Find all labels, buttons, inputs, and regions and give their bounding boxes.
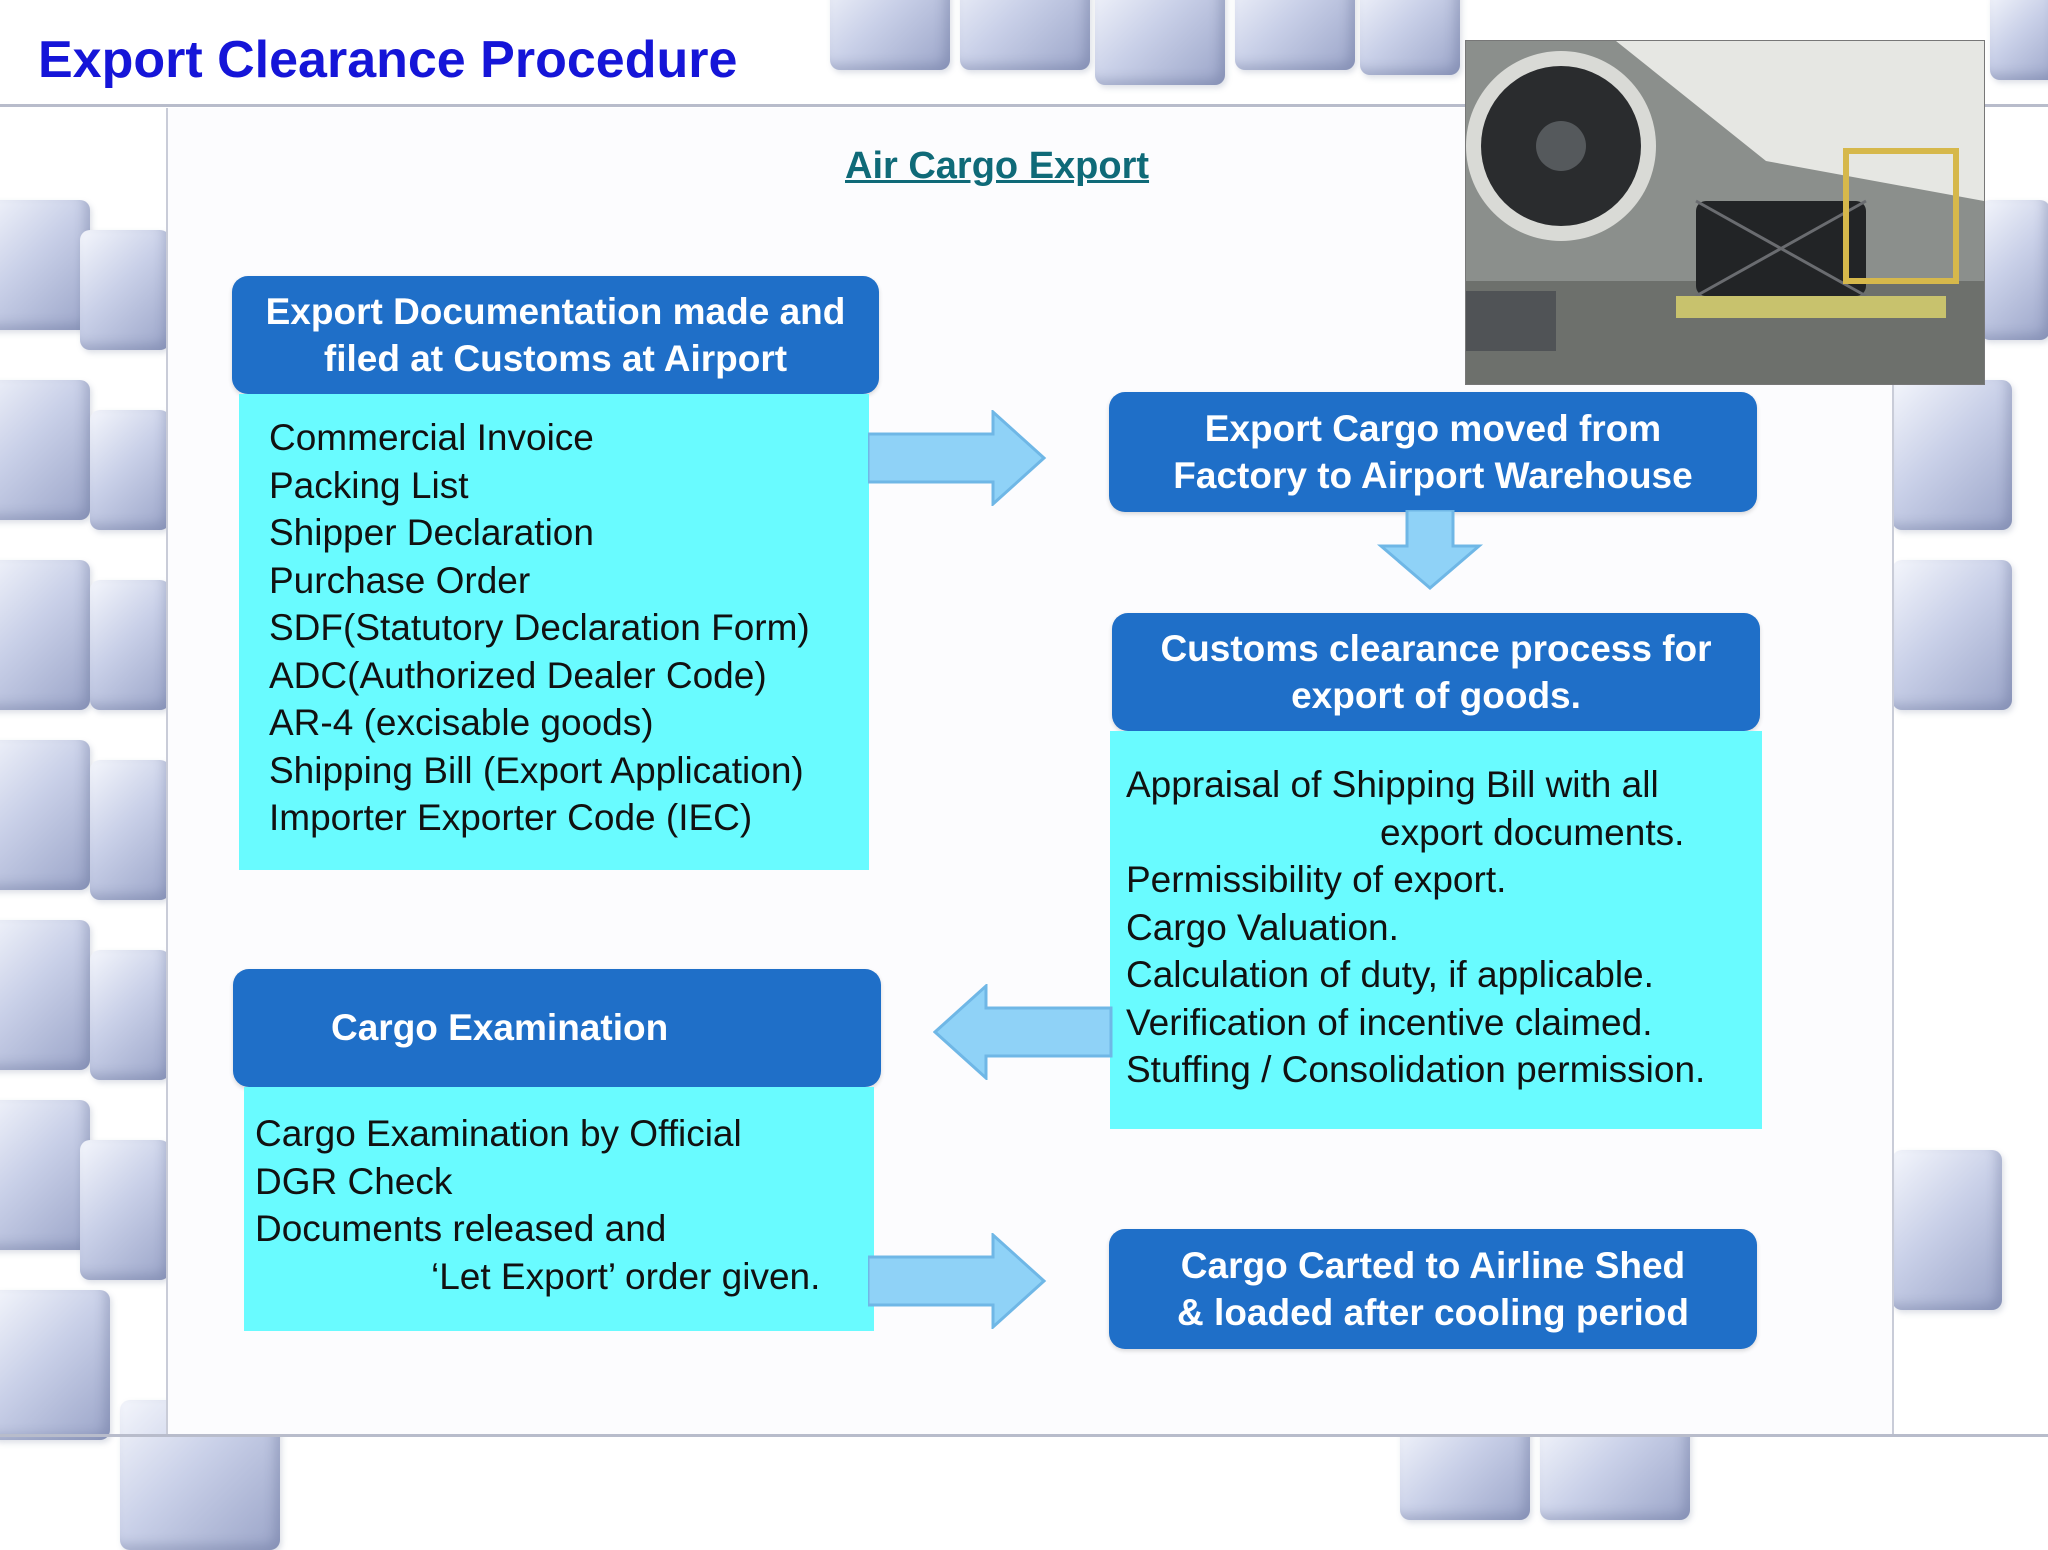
list-item: Cargo Examination by Official xyxy=(255,1113,742,1154)
documentation-header: Export Documentation made and filed at C… xyxy=(232,276,879,394)
diagram-subtitle: Air Cargo Export xyxy=(845,145,1150,187)
list-item: Importer Exporter Code (IEC) xyxy=(269,797,753,838)
examination-header-text: Cargo Examination xyxy=(331,1007,669,1049)
cube-decoration xyxy=(1892,380,2012,530)
list-item: AR-4 (excisable goods) xyxy=(269,702,654,743)
title-rule xyxy=(0,104,2048,107)
examination-header: Cargo Examination xyxy=(233,969,881,1087)
cube-decoration xyxy=(90,580,170,710)
list-item: ADC(Authorized Dealer Code) xyxy=(269,654,767,696)
carted-header: Cargo Carted to Airline Shed & loaded af… xyxy=(1109,1229,1757,1349)
customs-header: Customs clearance process for export of … xyxy=(1112,613,1760,731)
list-item: DGR Check xyxy=(255,1160,453,1202)
list-item: Purchase Order xyxy=(269,559,531,601)
cube-decoration xyxy=(830,0,950,70)
cube-decoration xyxy=(960,0,1090,70)
arrow-right-icon xyxy=(868,410,1047,506)
list-item: Commercial Invoice xyxy=(269,417,594,458)
documentation-list: Commercial Invoice Packing List Shipper … xyxy=(239,394,869,870)
cube-decoration xyxy=(0,920,90,1070)
cube-decoration xyxy=(1235,0,1355,70)
cube-decoration xyxy=(80,230,170,350)
cube-decoration xyxy=(1990,0,2048,80)
list-item: Calculation of duty, if applicable. xyxy=(1126,954,1654,995)
move-cargo-header-text: Export Cargo moved from Factory to Airpo… xyxy=(1173,407,1693,496)
move-cargo-header: Export Cargo moved from Factory to Airpo… xyxy=(1109,392,1757,512)
list-item: Shipper Declaration xyxy=(269,512,594,553)
customs-header-text: Customs clearance process for export of … xyxy=(1160,627,1712,716)
cube-decoration xyxy=(90,410,170,530)
cube-decoration xyxy=(0,380,90,520)
cube-decoration xyxy=(1095,0,1225,85)
cube-decoration xyxy=(1892,1150,2002,1310)
examination-list: Cargo Examination by Official DGR Check … xyxy=(244,1087,874,1331)
list-item: Packing List xyxy=(269,464,469,506)
list-item: Documents released and xyxy=(255,1208,667,1249)
arrow-down-icon xyxy=(1376,510,1484,590)
list-item: Verification of incentive claimed. xyxy=(1126,1001,1653,1043)
cube-decoration xyxy=(90,760,170,900)
list-item: Cargo Valuation. xyxy=(1126,906,1399,948)
documentation-header-text: Export Documentation made and filed at C… xyxy=(265,290,846,379)
list-item: SDF(Statutory Declaration Form) xyxy=(269,607,810,648)
list-item: Appraisal of Shipping Bill with all xyxy=(1126,764,1659,805)
carted-header-text: Cargo Carted to Airline Shed & loaded af… xyxy=(1177,1244,1689,1333)
cube-decoration xyxy=(1360,0,1460,75)
cube-decoration xyxy=(80,1140,170,1280)
cube-decoration xyxy=(1980,200,2048,340)
aircraft-cargo-loading-photo xyxy=(1465,40,1985,385)
cube-decoration xyxy=(1892,560,2012,710)
arrow-left-icon xyxy=(933,984,1113,1080)
cube-decoration xyxy=(0,200,90,330)
arrow-right-icon xyxy=(868,1233,1047,1329)
cube-decoration xyxy=(0,740,90,890)
page-title: Export Clearance Procedure xyxy=(38,31,738,89)
customs-list: Appraisal of Shipping Bill with all expo… xyxy=(1110,731,1762,1129)
cube-decoration xyxy=(0,1290,110,1440)
list-item: ‘Let Export’ order given. xyxy=(431,1255,821,1297)
cube-decoration xyxy=(0,1100,90,1250)
list-item: Shipping Bill (Export Application) xyxy=(269,749,804,791)
list-item: Permissibility of export. xyxy=(1126,859,1507,900)
cube-decoration xyxy=(90,950,170,1080)
cube-decoration xyxy=(0,560,90,710)
list-item: export documents. xyxy=(1380,811,1685,853)
footer-rule xyxy=(0,1434,2048,1437)
list-item: Stuffing / Consolidation permission. xyxy=(1126,1049,1706,1090)
